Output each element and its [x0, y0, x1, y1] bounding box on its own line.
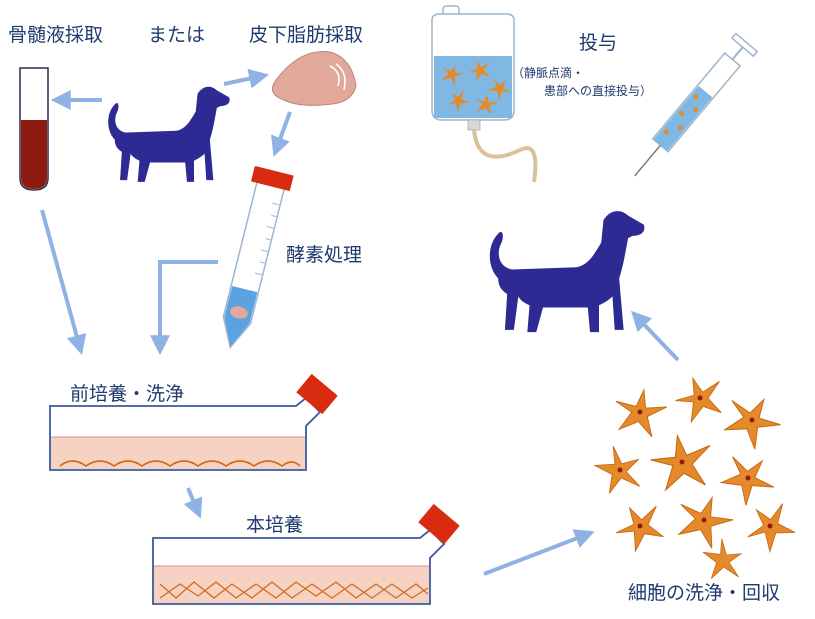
label-wash-collect: 細胞の洗浄・回収 — [628, 582, 781, 604]
blood-collection-tube — [19, 67, 49, 191]
label-main-culture: 本培養 — [246, 514, 304, 536]
label-or: または — [148, 24, 206, 46]
arrow-dog-to-fat — [223, 68, 270, 89]
label-admin-detail-1: （静脈点滴・ — [512, 66, 585, 80]
arrow-cells-to-dog — [631, 310, 680, 362]
label-bone-marrow: 骨髄液採取 — [8, 24, 104, 46]
main-culture-flask — [152, 503, 460, 605]
label-enzyme: 酵素処理 — [286, 244, 363, 266]
arrow-blood-to-flask — [40, 209, 87, 355]
label-admin-detail-2: 患部への直接投与） — [544, 84, 653, 98]
pre-culture-flask — [49, 373, 338, 471]
iv-drip-bag — [431, 5, 538, 183]
dog-donor — [108, 86, 230, 182]
arrow-tube-to-flask — [150, 260, 218, 356]
arrow-main-to-cells — [483, 529, 595, 576]
cell-nuclei — [617, 395, 773, 529]
label-pre-culture: 前培養・洗浄 — [70, 383, 185, 405]
dog-recipient — [489, 211, 645, 333]
flow-arrows — [40, 68, 680, 576]
arrow-flask-to-main — [183, 487, 203, 519]
label-adipose: 皮下脂肪採取 — [249, 24, 364, 46]
centrifuge-tube — [222, 166, 294, 349]
syringe — [634, 32, 759, 177]
adipose-tissue — [271, 51, 357, 106]
arrow-fat-to-tube — [271, 111, 292, 157]
collected-cells-cluster — [589, 369, 803, 587]
label-administration: 投与 — [579, 32, 618, 54]
